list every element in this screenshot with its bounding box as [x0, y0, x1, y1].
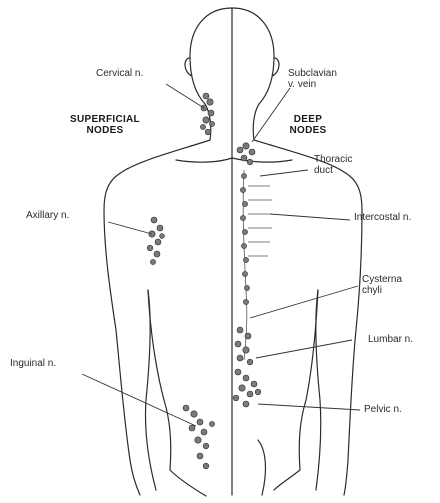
deep-heading-line1: DEEP — [284, 114, 332, 125]
label-cysterna-chyli: Cysterna chyli — [362, 274, 402, 296]
label-subclavian-line2: v. vein — [288, 79, 337, 90]
deep-heading: DEEP NODES — [284, 114, 332, 136]
superficial-heading-line1: SUPERFICIAL — [66, 114, 144, 125]
label-pelvic: Pelvic n. — [364, 404, 402, 415]
label-cysterna-line1: Cysterna — [362, 274, 402, 285]
pelvic-nodes — [233, 369, 261, 407]
axillary-nodes — [147, 217, 164, 265]
label-intercostal: Intercostal n. — [354, 212, 411, 223]
label-thoracic-line1: Thoracic — [314, 154, 352, 165]
label-inguinal: Inguinal n. — [10, 358, 56, 369]
superficial-heading-line2: NODES — [66, 125, 144, 136]
cervical-nodes — [200, 93, 214, 135]
subclavian-nodes — [237, 143, 255, 165]
label-cysterna-line2: chyli — [362, 285, 402, 296]
label-cervical: Cervical n. — [96, 68, 143, 79]
deep-heading-line2: NODES — [284, 125, 332, 136]
superficial-heading: SUPERFICIAL NODES — [66, 114, 144, 136]
label-lumbar: Lumbar n. — [368, 334, 413, 345]
intercostal-vessels — [248, 186, 272, 256]
inguinal-nodes — [183, 405, 215, 469]
label-subclavian: Subclavian v. vein — [288, 68, 337, 90]
label-subclavian-line1: Subclavian — [288, 68, 337, 79]
label-axillary: Axillary n. — [26, 210, 69, 221]
label-thoracic-duct: Thoracic duct — [314, 154, 352, 176]
label-thoracic-line2: duct — [314, 165, 352, 176]
